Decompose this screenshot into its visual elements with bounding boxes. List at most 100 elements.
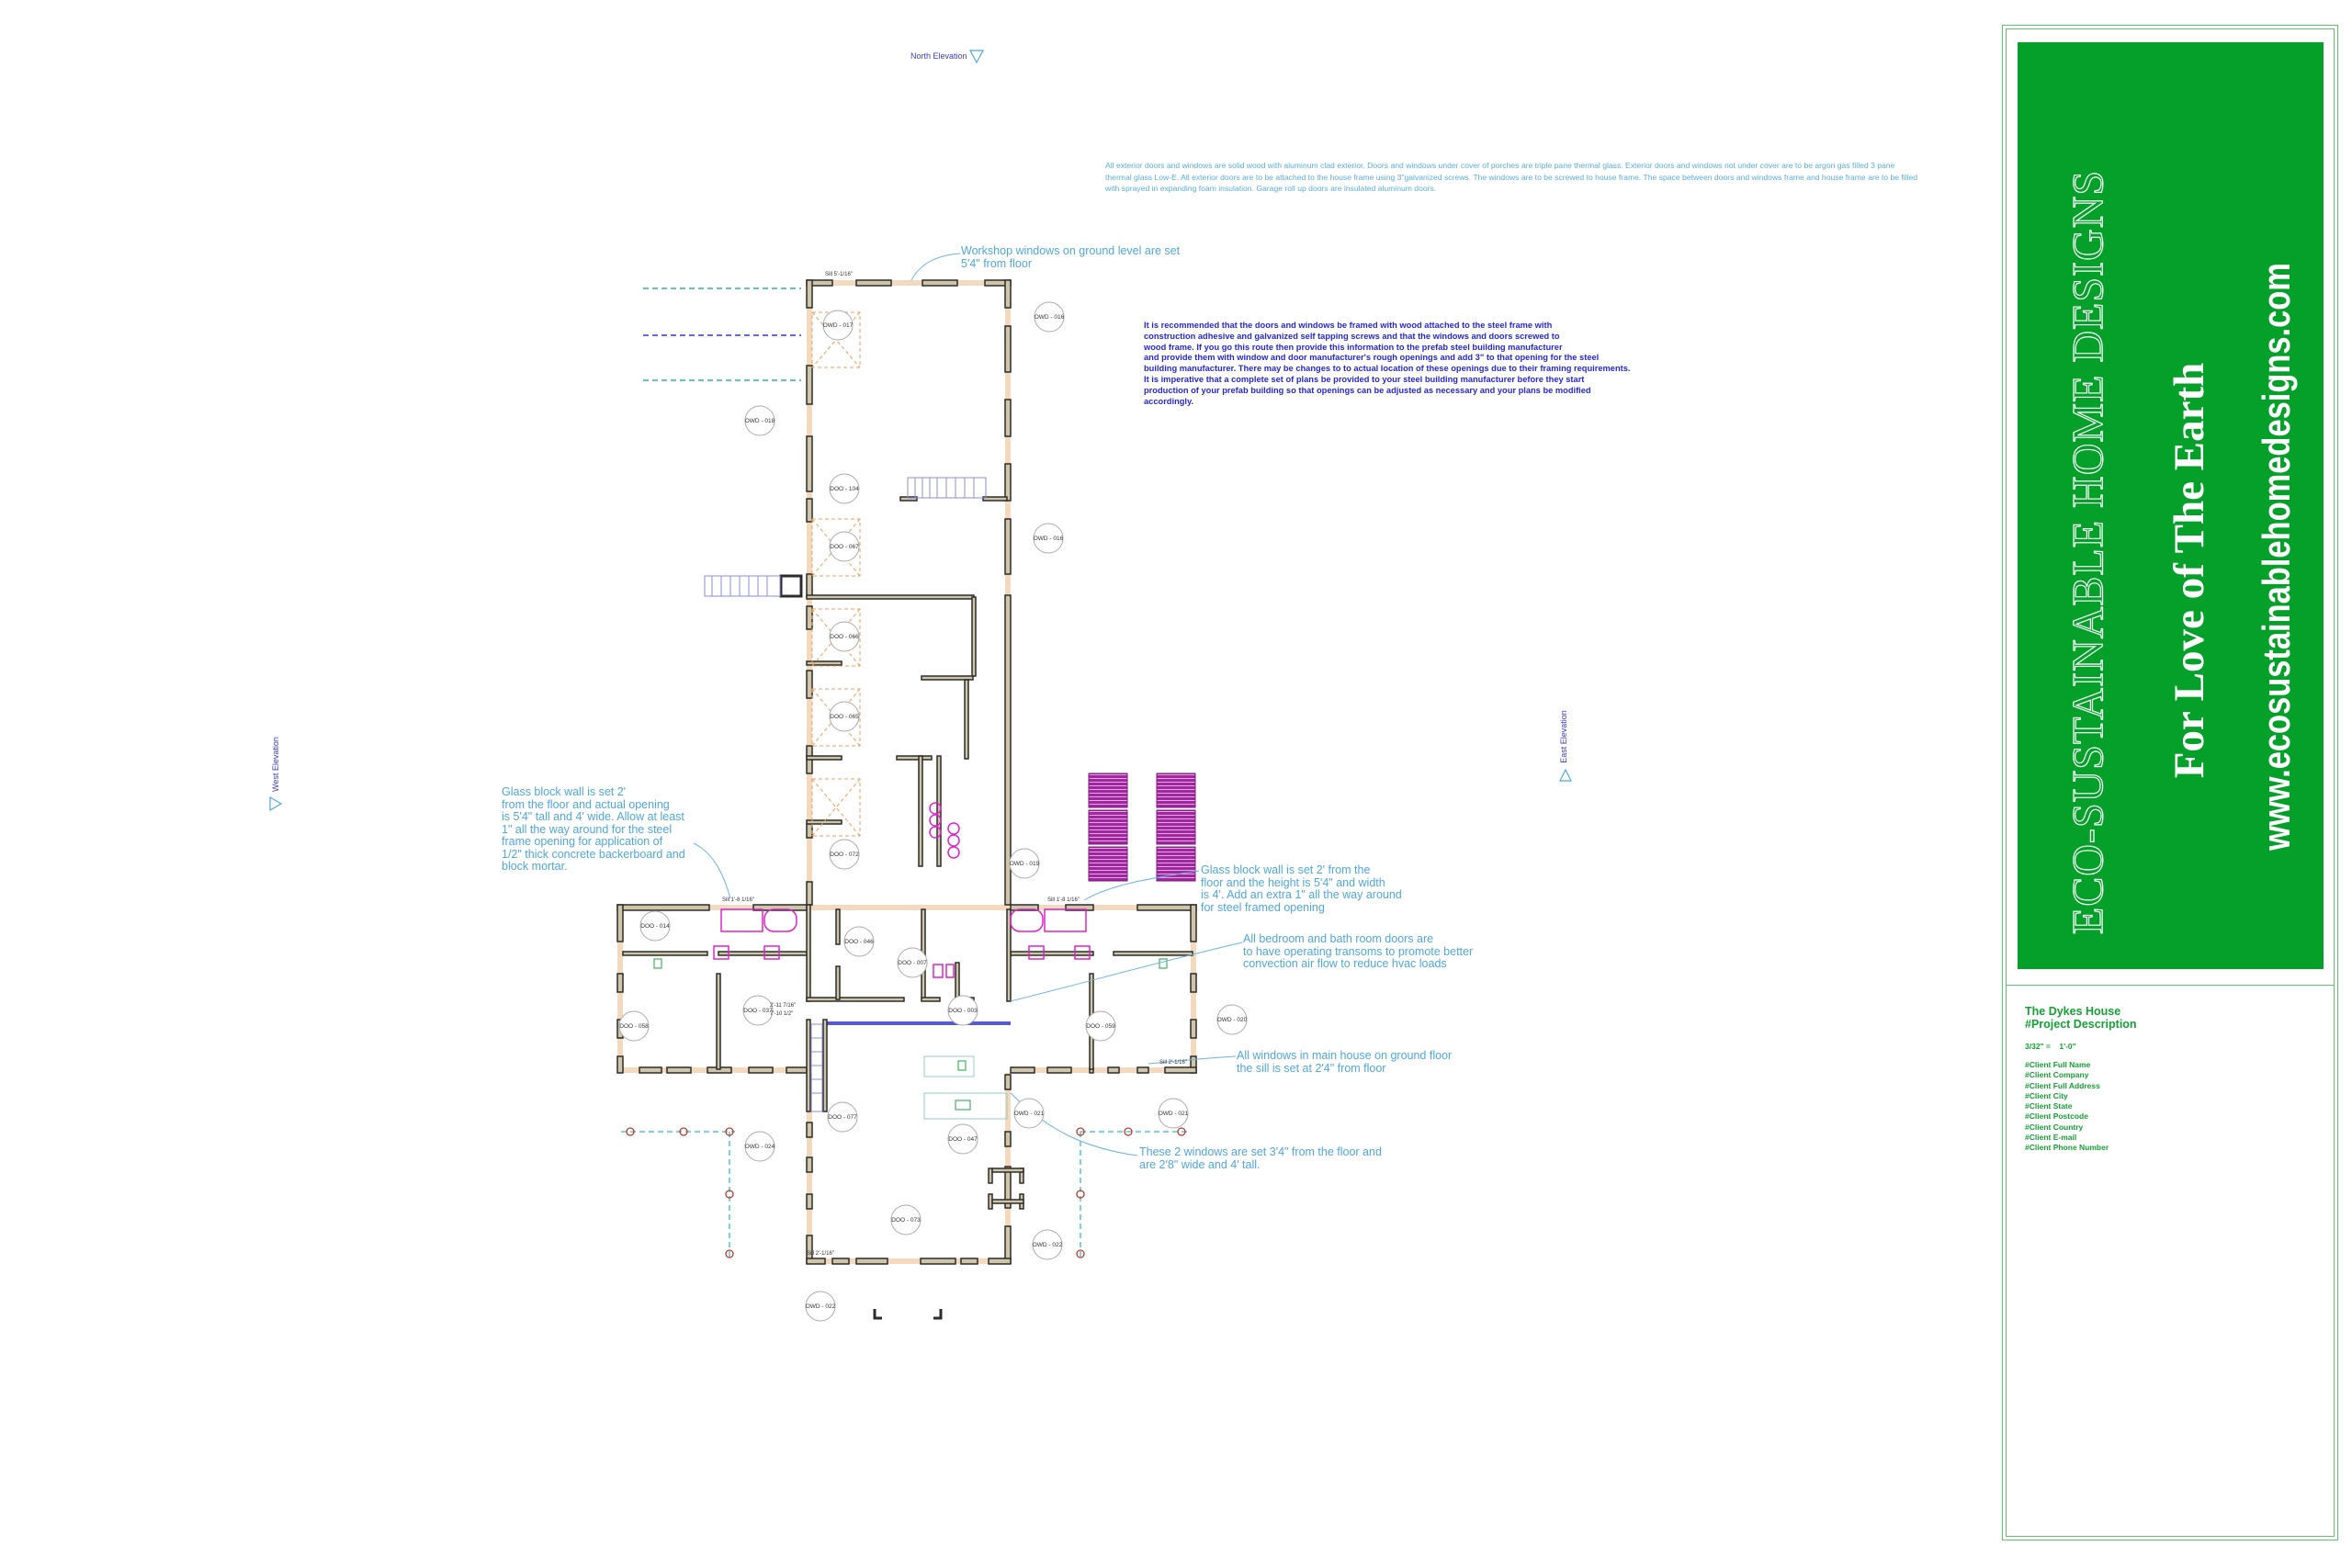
spec-note-line: thermal glass Low-E. All exterior doors … [1105,172,1918,182]
project-description: #Project Description [2025,1018,2137,1031]
tag-label: DOO - 066 [830,634,859,640]
tag: DOO - 067 [829,531,860,562]
client-phone-number: #Client Phone Number [2025,1143,2109,1153]
tag: DOO - 037 [742,995,774,1026]
tag-label: DOO - 065 [830,714,859,720]
glass-block-right-note: Glass block wall is set 2' from the floo… [1201,863,1402,914]
dimension-label: Sill 2'-1/16" [1159,1060,1187,1066]
note-line: and provide them with window and door ma… [1144,353,1600,363]
dimension-label: Sill 2'-1/16" [807,1251,834,1257]
note-line: These 2 windows are set 3'4" from the fl… [1139,1145,1382,1158]
note-line: All bedroom and bath room doors are [1243,932,1434,945]
tag-label: DOO - 046 [844,939,874,945]
note-line: It is recommended that the doors and win… [1144,321,1553,330]
note-line: 1" all the way around for the steel [502,822,673,836]
dimension-labels: Sill 5'-1/16" Sill 1'-8 1/16" Sill 1'-8 … [722,272,1187,1257]
tag: DOO - 066 [829,621,860,652]
tag-label: DOO - 073 [891,1217,921,1224]
porch-posts [626,1127,1186,1258]
tag: DOO - 059 [1085,1010,1116,1042]
garage-doors [811,311,861,837]
dimension-label: 7'-10 1/2" [770,1011,793,1017]
tag: DOO - 065 [829,701,860,732]
tag-label: OWD - 021 [1014,1111,1045,1117]
elevation-markers [269,50,1572,812]
drawing-scale: 3/32" = 1'-0" [2025,1042,2076,1051]
tag-label: DOO - 007 [898,960,927,966]
tag-label: DOO - 067 [830,544,859,550]
tag: DOO - 077 [827,1101,858,1133]
note-line: wood frame. If you go this route then pr… [1144,342,1563,352]
tag-label: OWD - 016 [1034,536,1064,542]
client-company: #Client Company [2025,1070,2089,1080]
note-line: to have operating transoms to promote be… [1243,944,1474,958]
note-line: the sill is set at 2'4" from floor [1237,1061,1386,1075]
north-elevation-label: North Elevation [910,51,967,61]
solar-panels [1088,773,1196,882]
tag-label: DOO - 047 [948,1136,978,1143]
tag-markers: OWD - 017 OWD - 016 OWD - 018 DOO - 104 … [618,301,1248,1322]
tag: OWD - 016 [1033,523,1064,554]
tag: DOO - 014 [639,910,671,942]
project-info: The Dykes House #Project Description 3/3… [2025,1005,2137,1154]
tag: DOO - 046 [843,926,875,957]
tag-label: DOO - 072 [830,852,859,858]
tag: OWD - 016 [1034,301,1065,333]
title-block-divider [2006,985,2334,986]
tag: DOO - 007 [897,947,928,978]
tag-label: OWD - 022 [806,1303,836,1310]
workshop-windows-note: Workshop windows on ground level are set… [961,244,1181,270]
tag-label: DOO - 014 [640,923,670,930]
tag-label: OWD - 019 [1010,861,1040,867]
note-line: Workshop windows on ground level are set [961,244,1181,257]
tag: DOO - 073 [890,1204,922,1235]
client-postcode: #Client Postcode [2025,1111,2088,1122]
tag-label: DOO - 058 [619,1023,649,1030]
tag-label: DOO - 059 [1086,1023,1115,1030]
note-line: Glass block wall is set 2' [502,785,627,798]
dimension-label: Sill 1'-8 1/16" [1047,897,1080,903]
client-full-address: #Client Full Address [2025,1080,2100,1090]
window-openings [617,280,1196,1264]
tag: OWD - 024 [744,1131,775,1162]
brand-slogan: For Love of The Earth [2165,362,2213,779]
note-line: construction adhesive and galvanized sel… [1144,331,1560,341]
tag: OWD - 022 [1032,1229,1063,1260]
client-email: #Client E-mail [2025,1133,2077,1143]
tag-label: OWD - 022 [1033,1242,1063,1248]
note-line: building manufacturer. There may be chan… [1144,364,1631,374]
brand-url: www.ecosustainablehomedesigns.com [2255,263,2298,851]
note-line: Glass block wall is set 2' from the [1201,863,1371,876]
note-line: floor and the height is 5'4" and width [1201,875,1385,889]
spec-note: All exterior doors and windows are solid… [1105,160,1917,195]
client-city: #Client City [2025,1090,2068,1100]
tag-label: DOO - 003 [948,1008,978,1014]
tag: OWD - 017 [822,310,854,341]
tag: DOO - 047 [947,1123,978,1155]
note-line: frame opening for application of [502,835,663,848]
east-elevation-triangle-icon [1559,768,1572,782]
note-line: from the floor and actual opening [502,797,670,811]
kitchen-island [653,958,1168,1120]
tag-label: OWD - 016 [1035,314,1065,321]
porch-beam-lines [621,288,1191,1260]
west-elevation-triangle-icon [269,795,283,812]
tag: DOO - 003 [947,995,978,1026]
note-line: block mortar. [502,860,568,873]
dimension-label: 2'-11 7/16" [770,1003,796,1009]
east-elevation-label: East Elevation [1559,710,1568,763]
two-windows-note: These 2 windows are set 3'4" from the fl… [1139,1145,1382,1171]
tag: DOO - 072 [829,839,860,870]
note-line: convection air flow to reduce hvac loads [1243,957,1447,970]
dimension-label: Sill 5'-1/16" [825,272,853,277]
note-line: is 5'4" tall and 4' wide. Allow at least [502,810,684,823]
tag-label: DOO - 077 [828,1114,857,1121]
client-state: #Client State [2025,1101,2073,1111]
spec-note-line: with sprayed in expanding foam insulatio… [1105,184,1437,193]
tag-label: DOO - 104 [830,486,859,492]
tag-label: OWD - 024 [745,1144,775,1150]
tag: DOO - 104 [829,473,860,504]
note-line: accordingly. [1144,396,1194,406]
tag-label: OWD - 021 [1159,1111,1189,1117]
